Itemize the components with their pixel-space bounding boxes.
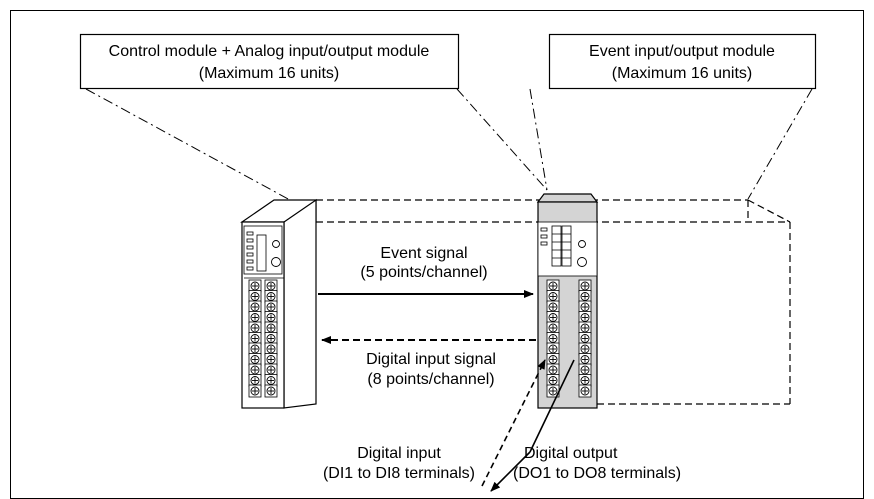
digital-input-signal-label-line1: Digital input signal — [366, 351, 496, 368]
digital-input-signal-label-line2: (8 points/channel) — [367, 371, 494, 388]
event-signal-label-line1: Event signal — [380, 245, 467, 262]
digital-input-label-line1: Digital input — [357, 445, 441, 462]
control-callout-line2: (Maximum 16 units) — [199, 65, 339, 82]
terminal-block — [248, 279, 278, 398]
led-indicator-icon — [540, 225, 572, 267]
led-indicator-icon — [246, 231, 267, 272]
terminal-block — [546, 279, 592, 398]
digital-input-label-line2: (DI1 to DI8 terminals) — [323, 465, 475, 482]
control-callout-line1: Control module + Analog input/output mod… — [109, 43, 430, 60]
event-module — [536, 193, 599, 409]
rotary-switch-icon — [272, 240, 280, 248]
digital-output-label-line2: (DO1 to DO8 terminals) — [513, 465, 681, 482]
event-signal-label-line2: (5 points/channel) — [360, 264, 487, 281]
digital-output-label-line1: Digital output — [524, 445, 618, 462]
rotary-switch-icon — [271, 257, 281, 267]
rotary-switch-icon — [577, 257, 587, 267]
control-module — [240, 198, 317, 409]
event-callout: Event input/output module (Maximum 16 un… — [548, 33, 817, 90]
control-callout-box — [79, 33, 460, 90]
control-callout: Control module + Analog input/output mod… — [79, 33, 460, 90]
digital-input-arrow — [481, 359, 546, 487]
digital-output-arrow — [490, 451, 531, 492]
rotary-switch-icon — [578, 240, 586, 248]
event-callout-box — [548, 33, 817, 90]
leader-lines — [85, 88, 813, 201]
digital-output-arrow-start — [529, 359, 575, 453]
event-callout-line1: Event input/output module — [589, 43, 775, 60]
event-callout-line2: (Maximum 16 units) — [612, 65, 752, 82]
